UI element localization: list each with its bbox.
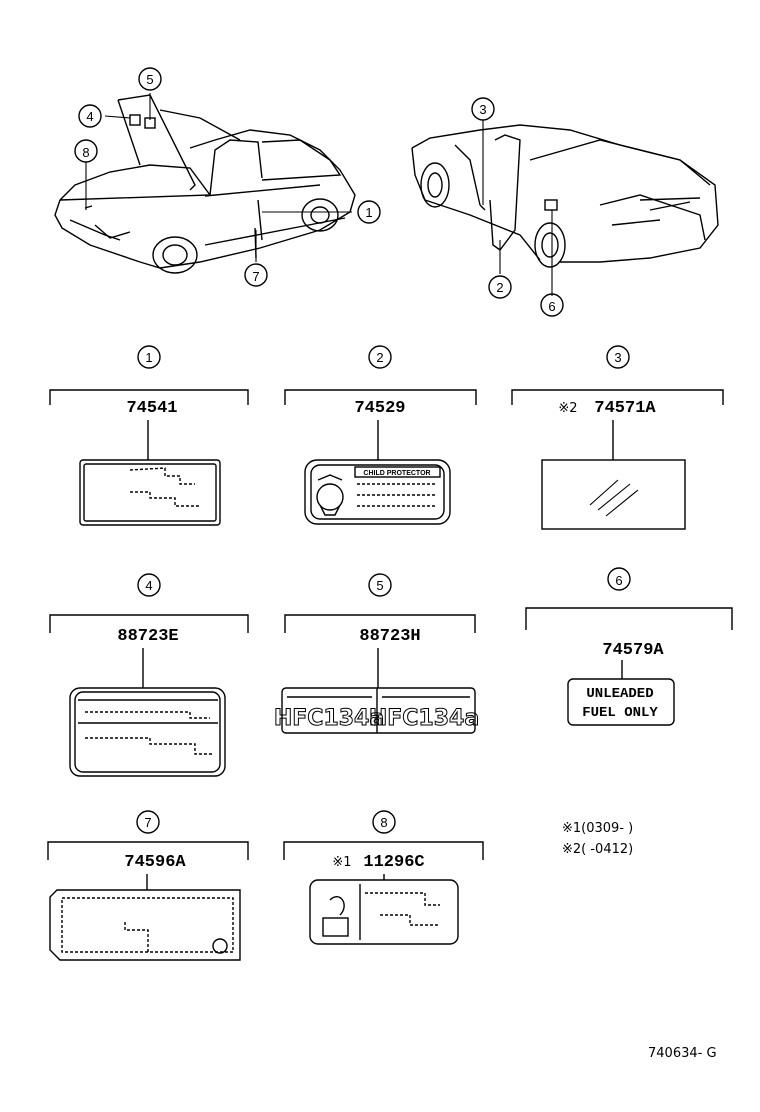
unleaded-line-2: FUEL ONLY	[582, 705, 658, 721]
part-4-code: 88723E	[117, 627, 178, 646]
diagram-id: 740634- G	[648, 1046, 717, 1061]
car-callout-1: 1	[357, 200, 381, 224]
svg-text:5: 5	[146, 72, 153, 87]
part-8-prefix: ※1	[332, 855, 351, 870]
part-1-code: 74541	[126, 399, 177, 418]
part-1-group: 1 74541	[49, 345, 249, 526]
part-4-number: 4	[145, 578, 152, 593]
part-3-number: 3	[614, 350, 621, 365]
front-car-illustration	[54, 94, 356, 274]
part-6-code: 74579A	[602, 641, 664, 660]
part-3-code: 74571A	[594, 399, 656, 418]
svg-text:3: 3	[479, 102, 486, 117]
part-5-group: 5 88723H HFC134a HFC134a	[273, 573, 480, 734]
svg-text:6: 6	[548, 299, 555, 314]
hfc-label-right: HFC134a	[369, 706, 479, 731]
child-protector-text: CHILD PROTECTOR	[363, 470, 430, 477]
part-7-number: 7	[144, 815, 151, 830]
car-callout-2: 2	[488, 275, 512, 299]
part-3-group: 3 ※2 74571A	[511, 345, 724, 530]
part-6-number: 6	[615, 573, 622, 588]
part-5-code: 88723H	[359, 627, 420, 646]
svg-text:1: 1	[365, 205, 372, 220]
part-6-group: 6 74579A UNLEADED FUEL ONLY	[525, 567, 733, 726]
car-callout-5: 5	[138, 67, 162, 91]
callout-leaders	[85, 93, 553, 296]
svg-text:7: 7	[252, 269, 259, 284]
svg-text:8: 8	[82, 145, 89, 160]
car-callout-6: 6	[540, 293, 564, 317]
part-8-code: 11296C	[363, 853, 424, 872]
unleaded-line-1: UNLEADED	[586, 686, 653, 702]
note-2: ※2( -0412)	[562, 842, 633, 857]
car-callout-7: 7	[244, 263, 268, 287]
part-2-code: 74529	[354, 399, 405, 418]
note-1: ※1(0309- )	[562, 821, 633, 836]
part-1-number: 1	[145, 350, 152, 365]
part-2-group: 2 74529 CHILD PROTECTOR	[284, 345, 477, 525]
car-callout-3: 3	[471, 97, 495, 121]
part-3-prefix: ※2	[558, 401, 577, 416]
part-4-group: 4 88723E	[49, 573, 249, 777]
svg-text:2: 2	[496, 280, 503, 295]
car-callout-8: 8	[74, 139, 98, 163]
part-8-number: 8	[380, 815, 387, 830]
hfc-label-left: HFC134a	[274, 706, 384, 731]
part-7-group: 7 74596A	[47, 810, 249, 961]
part-5-number: 5	[376, 578, 383, 593]
part-7-code: 74596A	[124, 853, 186, 872]
svg-text:4: 4	[86, 109, 93, 124]
part-2-number: 2	[376, 350, 383, 365]
car-callout-4: 4	[78, 104, 102, 128]
rear-car-illustration	[411, 124, 719, 268]
part-8-group: 8 ※1 11296C	[283, 810, 484, 945]
